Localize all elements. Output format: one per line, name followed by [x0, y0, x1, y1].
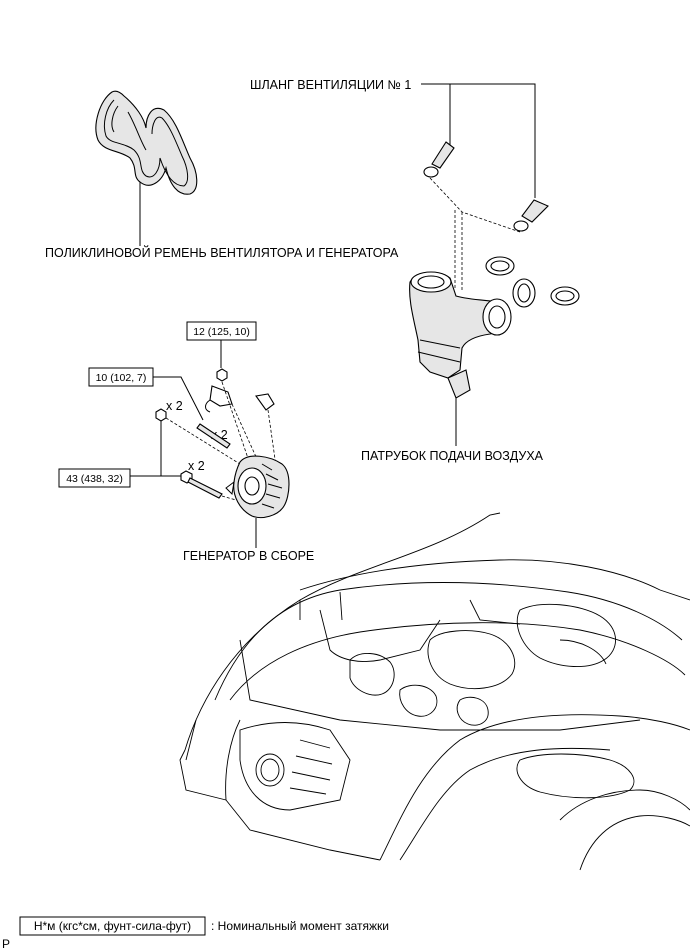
- quantity-label-3: x 2: [188, 459, 205, 473]
- legend-units: Н*м (кгс*см, фунт-сила-фут): [34, 919, 191, 933]
- air-intake-label: ПАТРУБОК ПОДАЧИ ВОЗДУХА: [361, 449, 544, 463]
- ventilation-hose-label: ШЛАНГ ВЕНТИЛЯЦИИ № 1: [250, 78, 411, 92]
- belt-label: ПОЛИКЛИНОВОЙ РЕМЕНЬ ВЕНТИЛЯТОРА И ГЕНЕРА…: [45, 245, 399, 260]
- long-bolt: [180, 470, 223, 499]
- quantity-label-1: x 2: [166, 399, 183, 413]
- air-intake-hose: [409, 271, 512, 420]
- ventilation-hose-part-right: [513, 199, 549, 232]
- torque-value-1: 12 (125, 10): [193, 326, 250, 338]
- vehicle-front-illustration: [179, 512, 690, 871]
- corner-mark: P: [2, 937, 10, 951]
- terminal-nut: [216, 368, 228, 382]
- fan-alternator-belt: [95, 90, 198, 195]
- ventilation-hose-part-left: [423, 141, 455, 178]
- alternator-label: ГЕНЕРАТОР В СБОРЕ: [183, 549, 314, 563]
- legend-description: : Номинальный момент затяжки: [211, 919, 389, 933]
- hose-clamp-2: [512, 278, 536, 308]
- torque-value-3: 43 (438, 32): [66, 473, 123, 485]
- hose-clamp-3: [550, 286, 580, 306]
- torque-value-2: 10 (102, 7): [96, 372, 147, 384]
- wire-harness-bracket: [205, 385, 275, 413]
- torque-box-3: [58, 468, 131, 488]
- legend-torque-box: [19, 916, 206, 936]
- alternator-assembly: [225, 455, 290, 519]
- ventilation-hose-leader: [421, 83, 536, 198]
- stud-bolt: [196, 423, 231, 449]
- nut: [155, 408, 167, 422]
- hose-clamp-1: [485, 256, 515, 276]
